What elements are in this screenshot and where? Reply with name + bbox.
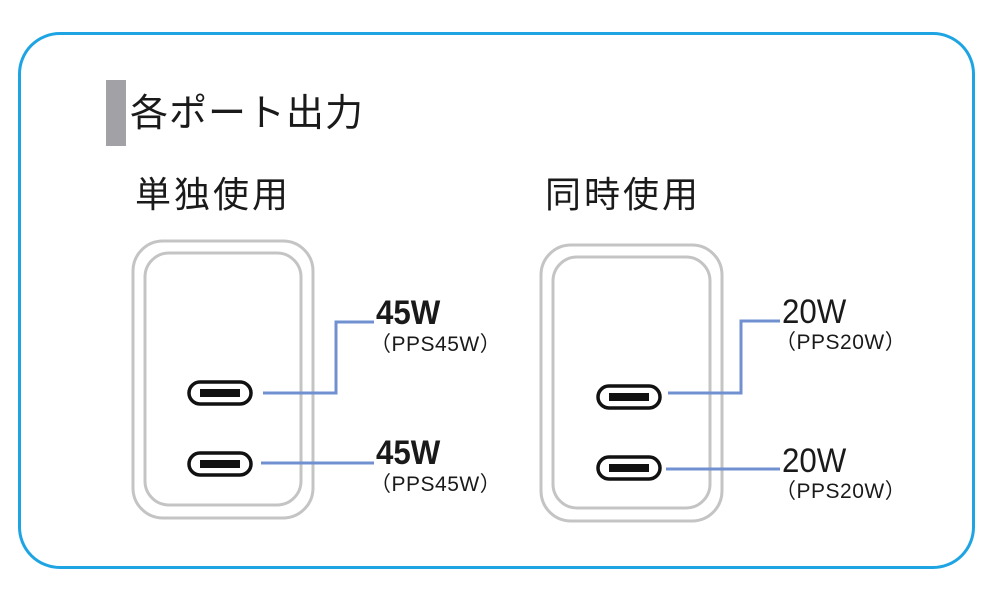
usb-c-port-icon — [596, 384, 662, 410]
title-accent-bar — [106, 80, 126, 146]
usb-c-port-icon — [187, 380, 253, 406]
port-pps-label: （PPS20W） — [775, 331, 907, 354]
charger-outer-outline — [131, 239, 315, 520]
charger-inner-outline — [551, 255, 712, 510]
charger-outer-outline — [539, 243, 724, 523]
section-title: 各ポート出力 — [130, 91, 365, 135]
charger-inner-outline — [143, 251, 303, 507]
port-watt-label: 45W — [376, 434, 441, 472]
port-pps-label: （PPS45W） — [370, 473, 502, 496]
mode-title-single: 単独使用 — [135, 175, 292, 216]
port-pps-label: （PPS20W） — [775, 480, 907, 503]
usb-c-port-icon — [596, 455, 662, 481]
connector-line — [263, 320, 374, 395]
port-watt-label: 45W — [376, 294, 441, 332]
connector-line — [668, 319, 780, 395]
port-pps-label: （PPS45W） — [370, 333, 502, 356]
charger-single — [131, 239, 374, 520]
mode-title-simultaneous: 同時使用 — [545, 175, 702, 216]
port-watt-label: 20W — [782, 293, 847, 331]
content-frame — [18, 32, 975, 569]
charger-simultaneous — [539, 243, 780, 523]
usb-c-port-icon — [187, 451, 253, 477]
port-watt-label: 20W — [782, 442, 847, 480]
